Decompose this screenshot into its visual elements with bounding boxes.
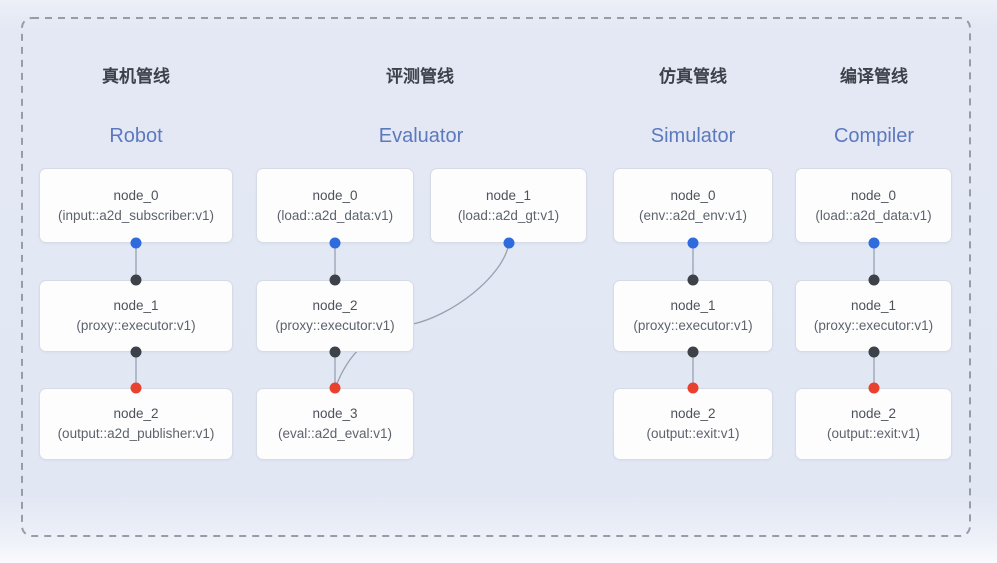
node-evaluator-2: node_2 (proxy::executor:v1) (256, 280, 414, 352)
pipeline-title-en-simulator: Simulator (650, 125, 736, 147)
node-simulator-0: node_0 (env::a2d_env:v1) (613, 168, 773, 243)
node-robot-1: node_1 (proxy::executor:v1) (39, 280, 233, 352)
node-subtitle: (load::a2d_gt:v1) (457, 207, 560, 223)
node-title: node_0 (113, 187, 159, 203)
node-title: node_1 (113, 298, 159, 313)
node-subtitle: (output::a2d_publisher:v1) (57, 426, 215, 441)
pipeline-title-zh-evaluator: 评测管线 (386, 67, 454, 86)
node-title: node_2 (113, 406, 159, 421)
pipeline-title-en-compiler: Compiler (833, 125, 915, 147)
pipeline-title-en-robot: Robot (109, 125, 163, 147)
node-subtitle: (load::a2d_data:v1) (815, 207, 932, 223)
node-title: node_0 (312, 187, 358, 203)
node-title: node_1 (485, 187, 532, 203)
node-simulator-2: node_2 (output::exit:v1) (613, 388, 773, 460)
node-subtitle: (env::a2d_env:v1) (638, 207, 748, 223)
node-subtitle: (proxy::executor:v1) (633, 318, 753, 333)
node-compiler-1: node_1 (proxy::executor:v1) (795, 280, 952, 352)
node-evaluator-3: node_3 (eval::a2d_eval:v1) (256, 388, 414, 460)
node-subtitle: (proxy::executor:v1) (813, 318, 934, 333)
pipeline-title-zh-compiler: 编译管线 (840, 67, 908, 86)
node-title: node_1 (670, 298, 716, 313)
node-title: node_2 (312, 298, 358, 313)
node-title: node_3 (312, 406, 358, 421)
node-evaluator-1: node_1 (load::a2d_gt:v1) (430, 168, 587, 243)
pipeline-title-zh-simulator: 仿真管线 (659, 67, 727, 86)
node-robot-2: node_2 (output::a2d_publisher:v1) (39, 388, 233, 460)
node-evaluator-0: node_0 (load::a2d_data:v1) (256, 168, 414, 243)
pipeline-title-zh-robot: 真机管线 (102, 67, 170, 86)
node-simulator-1: node_1 (proxy::executor:v1) (613, 280, 773, 352)
node-subtitle: (output::exit:v1) (826, 426, 921, 441)
node-title: node_1 (850, 298, 897, 313)
node-title: node_0 (850, 187, 897, 203)
node-title: node_2 (670, 406, 716, 421)
node-subtitle: (input::a2d_subscriber:v1) (57, 207, 215, 223)
node-compiler-2: node_2 (output::exit:v1) (795, 388, 952, 460)
node-subtitle: (proxy::executor:v1) (76, 318, 196, 333)
node-subtitle: (eval::a2d_eval:v1) (277, 426, 393, 441)
node-subtitle: (output::exit:v1) (646, 426, 740, 441)
pipeline-title-en-evaluator: Evaluator (378, 125, 464, 147)
node-title: node_2 (850, 406, 897, 421)
node-robot-0: node_0 (input::a2d_subscriber:v1) (39, 168, 233, 243)
node-subtitle: (load::a2d_data:v1) (276, 207, 394, 223)
node-subtitle: (proxy::executor:v1) (275, 318, 395, 333)
node-title: node_0 (670, 187, 716, 203)
node-compiler-0: node_0 (load::a2d_data:v1) (795, 168, 952, 243)
